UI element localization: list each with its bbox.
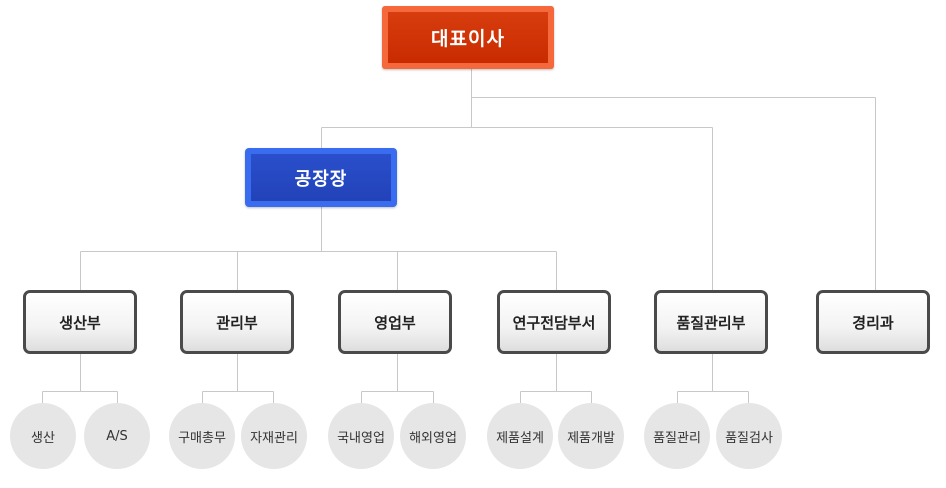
subunit-purchasing: 구매총무 [169,403,235,469]
plant-manager-node: 공장장 [245,148,397,207]
dept-accounting: 경리과 [816,290,930,354]
subunit-after-service: A/S [84,403,150,469]
subunit-production: 생산 [10,403,76,469]
ceo-node: 대표이사 [382,6,554,69]
subunit-quality-inspection: 품질검사 [716,403,782,469]
dept-administration: 관리부 [180,290,294,354]
dept-production: 생산부 [23,290,137,354]
dept-quality-control: 품질관리부 [654,290,768,354]
subunit-quality-management: 품질관리 [644,403,710,469]
subunit-domestic-sales: 국내영업 [328,403,394,469]
dept-research: 연구전담부서 [497,290,611,354]
ceo-label: 대표이사 [388,12,548,63]
dept-sales: 영업부 [338,290,452,354]
subunit-product-design: 제품설계 [487,403,553,469]
plant-manager-label: 공장장 [251,154,391,201]
subunit-overseas-sales: 해외영업 [400,403,466,469]
subunit-product-development: 제품개발 [558,403,624,469]
subunit-materials: 자재관리 [241,403,307,469]
